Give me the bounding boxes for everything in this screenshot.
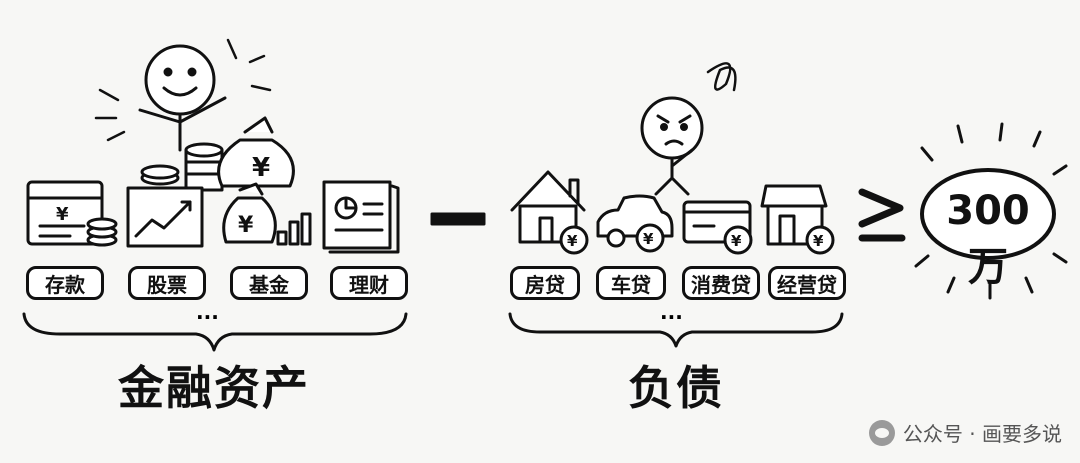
label-mortgage: 房贷: [510, 266, 580, 300]
watermark: 公众号 · 画要多说: [868, 418, 1062, 447]
worried-stickman: [640, 62, 737, 196]
label-deposit: 存款: [26, 266, 104, 300]
svg-text:¥: ¥: [731, 232, 742, 250]
target-circle: [914, 122, 1068, 300]
liabilities-brace: [508, 312, 844, 348]
label-car-loan: 车贷: [596, 266, 666, 300]
assets-title: 金融资产: [118, 361, 310, 415]
money-bag-icon: ¥: [217, 116, 295, 188]
liabilities-ellipsis: ...: [660, 300, 683, 324]
money-bag-bar-icon: ¥: [222, 182, 312, 246]
svg-text:¥: ¥: [643, 230, 654, 248]
minus-operator: [430, 212, 486, 226]
label-business-loan: 经营贷: [768, 266, 846, 300]
car-icon: ¥: [596, 194, 674, 253]
svg-text:¥: ¥: [238, 213, 254, 238]
house-icon: ¥: [510, 170, 589, 255]
greater-equal-operator: [858, 188, 906, 242]
stock-chart-icon: [126, 186, 204, 248]
wechat-icon: [868, 419, 895, 446]
credit-card-icon: ¥: [682, 200, 753, 255]
shop-icon: ¥: [760, 184, 835, 255]
label-stocks: 股票: [128, 266, 206, 300]
svg-text:¥: ¥: [252, 153, 270, 183]
label-consumer-loan: 消费贷: [682, 266, 760, 300]
report-document-icon: [322, 180, 400, 254]
assets-ellipsis: ...: [196, 300, 219, 324]
liabilities-title: 负债: [628, 361, 724, 415]
happy-stickman: [94, 38, 272, 152]
coin-stack-icon: [140, 142, 224, 192]
calendar-bank-icon: ¥: [26, 180, 118, 247]
target-value: 300万: [946, 188, 1030, 290]
watermark-text: 公众号 · 画要多说: [902, 422, 1062, 446]
svg-text:¥: ¥: [567, 232, 578, 250]
label-funds: 基金: [230, 266, 308, 300]
label-wealth-management: 理财: [330, 266, 408, 300]
assets-brace: [22, 312, 408, 352]
svg-text:¥: ¥: [813, 232, 824, 250]
svg-text:¥: ¥: [56, 204, 69, 225]
